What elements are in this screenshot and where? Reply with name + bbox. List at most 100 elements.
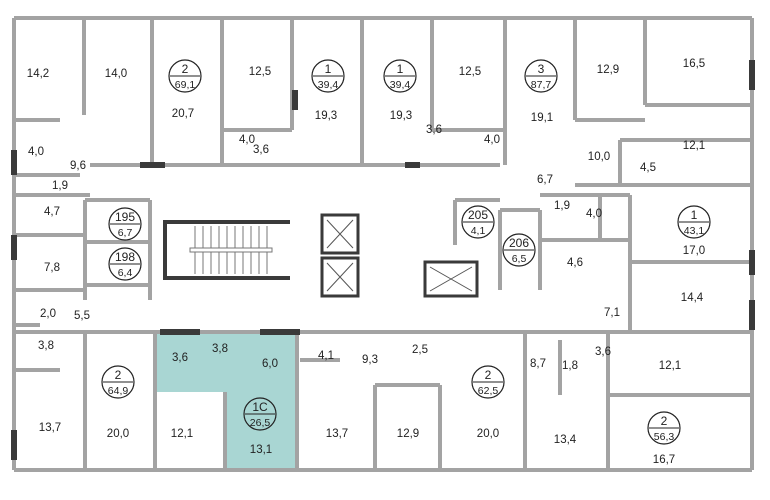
room-area-label: 19,3 xyxy=(390,110,412,122)
marker-room-count: 2 xyxy=(115,368,122,382)
room-area-label: 14,4 xyxy=(681,292,704,304)
room-area-label: 20,0 xyxy=(477,428,499,440)
apartment-marker[interactable]: 256,3 xyxy=(647,411,681,445)
room-area-label: 12,9 xyxy=(397,428,419,440)
room-area-label: 3,8 xyxy=(38,340,54,352)
marker-room-count: 206 xyxy=(509,236,529,250)
room-area-label: 5,5 xyxy=(74,310,90,322)
room-area-label: 12,1 xyxy=(659,360,681,372)
room-area-label: 4,7 xyxy=(44,206,60,218)
room-area-label: 12,1 xyxy=(171,428,193,440)
room-area-label: 8,7 xyxy=(530,358,546,370)
marker-circle-icon xyxy=(677,205,711,239)
room-area-label: 3,6 xyxy=(595,346,611,358)
marker-room-count: 2 xyxy=(661,414,668,428)
room-area-label: 20,0 xyxy=(107,428,129,440)
room-area-label: 19,3 xyxy=(315,110,337,122)
room-area-label: 2,0 xyxy=(40,308,56,320)
apartment-marker[interactable]: 139,4 xyxy=(311,59,345,93)
marker-room-count: 1 xyxy=(397,62,404,76)
marker-circle-icon xyxy=(108,207,142,241)
room-area-label: 3,6 xyxy=(172,352,188,364)
room-area-label: 10,0 xyxy=(588,151,610,163)
room-area-label: 6,7 xyxy=(537,174,553,186)
marker-room-count: 1 xyxy=(325,62,332,76)
room-area-label: 13,1 xyxy=(250,444,272,456)
marker-area: 43,1 xyxy=(684,225,705,237)
marker-room-count: 2 xyxy=(182,62,189,76)
marker-area: 39,4 xyxy=(318,79,339,91)
marker-area: 64,9 xyxy=(108,385,129,397)
room-area-label: 6,0 xyxy=(262,358,278,370)
elevator-icon xyxy=(320,213,360,255)
marker-circle-icon xyxy=(461,205,495,239)
marker-area: 6,7 xyxy=(118,227,133,239)
room-area-label: 13,7 xyxy=(39,422,61,434)
room-area-label: 20,7 xyxy=(172,108,194,120)
marker-circle-icon xyxy=(647,411,681,445)
marker-room-count: 205 xyxy=(468,208,488,222)
room-area-label: 9,6 xyxy=(70,160,86,172)
marker-circle-icon xyxy=(524,59,558,93)
apartment-marker[interactable]: 264,9 xyxy=(101,365,135,399)
apartment-markers: 269,1139,4139,4387,71956,71986,42054,120… xyxy=(101,59,711,445)
room-area-label: 12,1 xyxy=(683,140,705,152)
marker-room-count: 1 xyxy=(691,208,698,222)
marker-circle-icon xyxy=(311,59,345,93)
stairwell xyxy=(163,220,290,280)
apartment-marker[interactable]: 143,1 xyxy=(677,205,711,239)
marker-area: 6,4 xyxy=(118,267,133,279)
room-area-label: 14,2 xyxy=(27,68,49,80)
marker-circle-icon xyxy=(471,365,505,399)
room-area-label: 16,7 xyxy=(653,454,675,466)
room-area-label: 7,1 xyxy=(604,307,620,319)
room-area-label: 3,8 xyxy=(212,343,228,355)
apartment-marker[interactable]: 139,4 xyxy=(383,59,417,93)
room-area-label: 4,0 xyxy=(484,134,500,146)
marker-circle-icon xyxy=(168,59,202,93)
room-area-label: 3,6 xyxy=(253,144,269,156)
room-area-label: 9,3 xyxy=(362,354,378,366)
marker-room-count: 195 xyxy=(115,210,135,224)
room-area-label: 12,5 xyxy=(459,66,481,78)
elevator-icon xyxy=(320,256,360,298)
room-area-label: 4,0 xyxy=(586,208,602,220)
apartment-marker[interactable]: 269,1 xyxy=(168,59,202,93)
marker-circle-icon xyxy=(108,247,142,281)
room-area-label: 14,0 xyxy=(105,68,127,80)
marker-circle-icon xyxy=(383,59,417,93)
marker-room-count: 198 xyxy=(115,250,135,264)
apartment-marker[interactable]: 387,7 xyxy=(524,59,558,93)
room-area-label: 7,8 xyxy=(44,262,60,274)
marker-area: 4,1 xyxy=(471,225,486,237)
marker-room-count: 2 xyxy=(485,368,492,382)
marker-area: 6,5 xyxy=(512,253,527,265)
elevator-icon xyxy=(423,260,479,298)
room-area-label: 12,5 xyxy=(249,66,271,78)
apartment-marker[interactable]: 262,5 xyxy=(471,365,505,399)
walls xyxy=(11,16,755,472)
marker-circle-icon xyxy=(502,233,536,267)
room-area-label: 16,5 xyxy=(683,58,705,70)
room-area-label: 13,7 xyxy=(326,428,348,440)
room-area-label: 1,9 xyxy=(52,180,68,192)
room-area-label: 1,9 xyxy=(554,200,570,212)
marker-circle-icon xyxy=(243,397,277,431)
room-area-label: 4,1 xyxy=(318,350,334,362)
room-area-label: 4,0 xyxy=(239,134,255,146)
marker-area: 26,5 xyxy=(250,417,271,429)
marker-room-count: 3 xyxy=(538,62,545,76)
room-area-label: 4,6 xyxy=(567,257,583,269)
marker-area: 87,7 xyxy=(531,79,552,91)
room-area-label: 12,9 xyxy=(597,64,619,76)
room-area-label: 1,8 xyxy=(562,360,578,372)
stair-handrail xyxy=(189,247,273,253)
marker-area: 39,4 xyxy=(390,79,411,91)
marker-area: 56,3 xyxy=(654,431,675,443)
